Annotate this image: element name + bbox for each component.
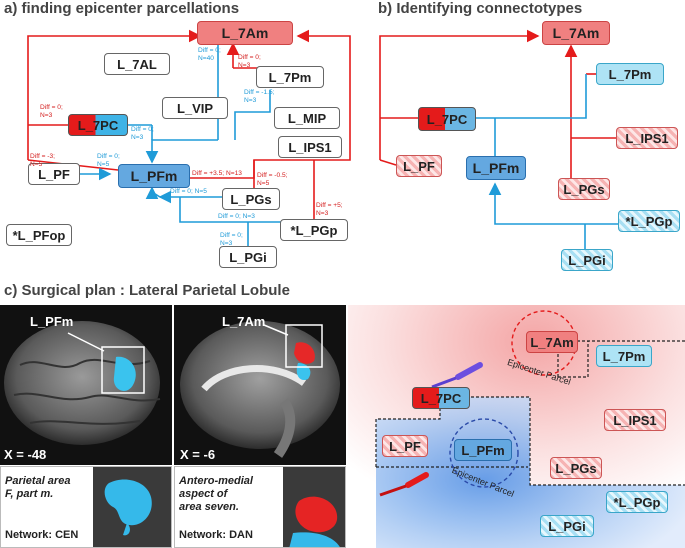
annotation-pgs-7am: Diff = -0.5;N=5 [257,172,288,187]
node-a-lips1: L_IPS1 [278,136,342,158]
node-c-lpfm: L_PFm [454,439,512,461]
node-b-lips1: L_IPS1 [616,127,678,149]
surgical-plan: L_7Am Epicenter Parcel L_7Pm L_7PC L_IPS… [348,305,685,548]
node-c-lips1: L_IPS1 [604,409,666,431]
node-a-lpgi: L_PGi [219,246,277,268]
brain-left-coord: X = -48 [4,447,47,462]
node-b-lpf: L_PF [396,155,442,177]
brain-left-label: L_PFm [30,314,74,329]
node-a-lvip: L_VIP [162,97,228,119]
brain-left-image [4,321,161,445]
node-b-l7am: L_7Am [542,21,610,45]
panel-a-connectors [27,29,351,246]
panel-a-title: a) finding epicenter parcellations [4,0,240,17]
node-a-lpfm: L_PFm [118,164,190,188]
brain-slice-left: L_PFm X = -48 [0,305,172,465]
node-a-lpf: L_PF [28,163,80,185]
node-a-lpfop: *L_PFop [6,224,72,246]
annotation-pf-7am: Diff = -3;N=5 [30,153,55,168]
inset-left-render [93,467,171,547]
node-b-lpgs: L_PGs [558,178,610,200]
node-a-l7pc: L_7PC [68,114,128,136]
brain-slice-right: L_7Am X = -6 [174,305,346,465]
panel-c-title: c) Surgical plan : Lateral Parietal Lobu… [4,282,290,299]
node-a-l7am: L_7Am [197,21,293,45]
node-c-l7am: L_7Am [526,331,578,353]
brain-right-image [180,321,340,458]
inset-right-render [283,467,345,547]
inset-right-network: Network: DAN [179,529,253,541]
brain-right-coord: X = -6 [180,447,216,462]
node-c-lpgi: L_PGi [540,515,594,537]
node-b-lpfm: L_PFm [466,156,526,180]
brain-right-label: L_7Am [222,314,266,329]
node-b-l7pm: L_7Pm [596,63,664,85]
node-a-lpgs: L_PGs [222,188,280,210]
annotation-pgp-7am: Diff = +5;N=3 [316,202,343,217]
node-c-l7pc: L_7PC [412,387,470,409]
inset-left-network: Network: CEN [5,529,79,541]
annotation-pf-pfm: Diff = 0;N=5 [97,153,120,168]
node-b-l7pc: L_7PC [418,107,476,131]
annotation-7am-pfm: Diff = 0;N=40 [198,47,221,62]
node-a-lpgp: *L_PGp [280,219,348,241]
node-b-lpgi: L_PGi [561,249,613,271]
node-a-lmip: L_MIP [274,107,340,129]
annotation-pgp-pfm: Diff = 0; N=3 [218,213,255,220]
node-b-lpgp: *L_PGp [618,210,680,232]
annotation-7pc-pfm: Diff = 0;N=3 [131,126,154,141]
annotation-pgi-pfm: Diff = 0;N=3 [220,232,243,247]
annotation-7pm-pfm: Diff = -1.5;N=3 [244,89,275,104]
node-a-l7al: L_7AL [104,53,170,75]
node-c-lpgp: *L_PGp [606,491,668,513]
node-c-l7pm: L_7Pm [596,345,652,367]
node-c-lpf: L_PF [382,435,428,457]
node-c-lpgs: L_PGs [550,457,602,479]
annotation-pfm-7am: Diff = +3.5; N=13 [192,170,242,177]
panel-b-title: b) Identifying connectotypes [378,0,583,17]
annotation-7pc-7am: Diff = 0;N=3 [40,104,63,119]
node-a-l7pm: L_7Pm [256,66,324,88]
annotation-pgs-pfm: Diff = 0; N=5 [170,188,207,195]
annotation-7pm-7am: Diff = 0;N=3 [238,54,261,69]
